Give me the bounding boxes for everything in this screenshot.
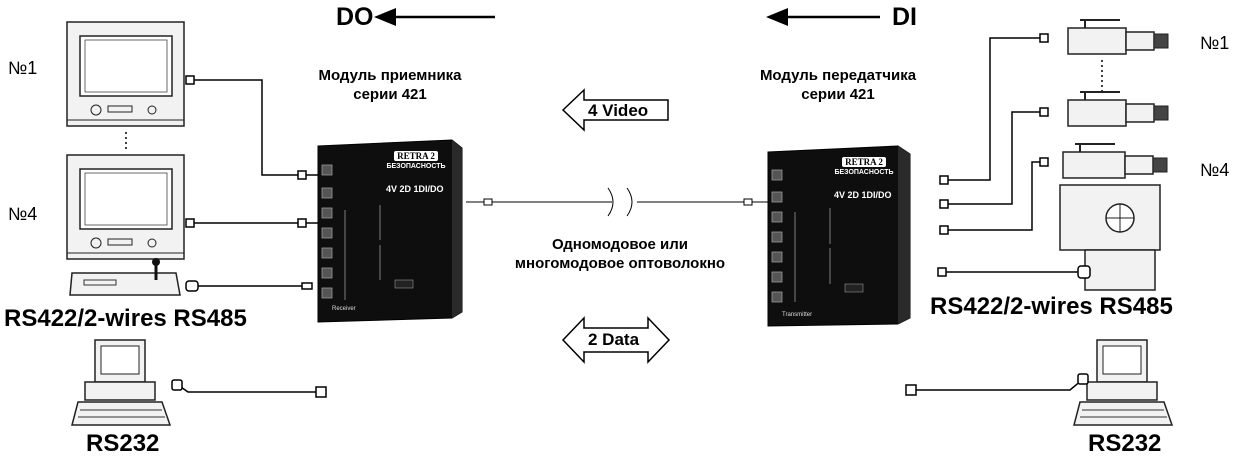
ptz-keyboard	[69, 258, 181, 296]
right-pc-cable	[905, 373, 1089, 396]
monitor-1	[66, 21, 185, 127]
transmitter-module	[767, 145, 911, 327]
receiver-module	[317, 139, 463, 323]
monitor-4	[66, 154, 185, 260]
do-label: DO	[336, 3, 374, 31]
right-pc-label: RS232	[1088, 430, 1162, 457]
right-cables	[937, 33, 1091, 279]
di-label: DI	[892, 3, 917, 31]
camera-1-label: №1	[1200, 33, 1230, 53]
receiver-device-name: Receiver	[332, 306, 356, 312]
transmitter-ports: 4V 2D 1DI/DO	[834, 190, 892, 200]
camera-4-label: №4	[1200, 160, 1230, 180]
receiver-subbrand: БЕЗОПАСНОСТЬ	[386, 163, 446, 170]
transmitter-title-line1: Модуль передатчика	[759, 67, 917, 84]
monitor-4-label: №4	[8, 204, 38, 224]
transmitter-title: Модуль передатчика серии 421	[748, 66, 928, 104]
left-pc-cable	[171, 379, 327, 398]
fiber-label-line1: Одномодовое или	[551, 236, 689, 253]
fiber-label: Одномодовое или многомодовое оптоволокно	[505, 235, 735, 273]
receiver-brand: RETRA 2	[394, 151, 438, 161]
left-cables	[185, 75, 318, 292]
data-label: 2 Data	[588, 330, 640, 349]
receiver-title-line2: серии 421	[353, 86, 427, 103]
receiver-ports: 4V 2D 1DI/DO	[386, 184, 444, 194]
transmitter-subbrand: БЕЗОПАСНОСТЬ	[834, 169, 894, 176]
camera-2	[1067, 91, 1169, 127]
transmitter-brand: RETRA 2	[842, 157, 886, 167]
left-pc-label: RS232	[86, 430, 160, 457]
left-serial-label: RS422/2-wires RS485	[4, 305, 247, 332]
di-arrow	[766, 8, 880, 26]
fiber-cable	[466, 187, 778, 217]
camera-1	[1067, 19, 1169, 55]
right-pc	[1073, 339, 1174, 426]
data-flow-arrow	[561, 316, 671, 364]
do-arrow	[374, 8, 495, 26]
fiber-label-line2: многомодовое оптоволокно	[514, 255, 726, 272]
left-pc	[71, 339, 172, 426]
transmitter-title-line2: серии 421	[801, 86, 875, 103]
receiver-title-line1: Модуль приемника	[318, 67, 462, 84]
receiver-title: Модуль приемника серии 421	[310, 66, 470, 104]
right-serial-label: RS422/2-wires RS485	[930, 293, 1173, 320]
camera-4-ptz	[1059, 143, 1168, 291]
monitor-1-label: №1	[8, 58, 38, 78]
transmitter-device-name: Transmitter	[782, 312, 813, 318]
video-flow-arrow	[561, 88, 669, 132]
video-label: 4 Video	[588, 101, 649, 120]
